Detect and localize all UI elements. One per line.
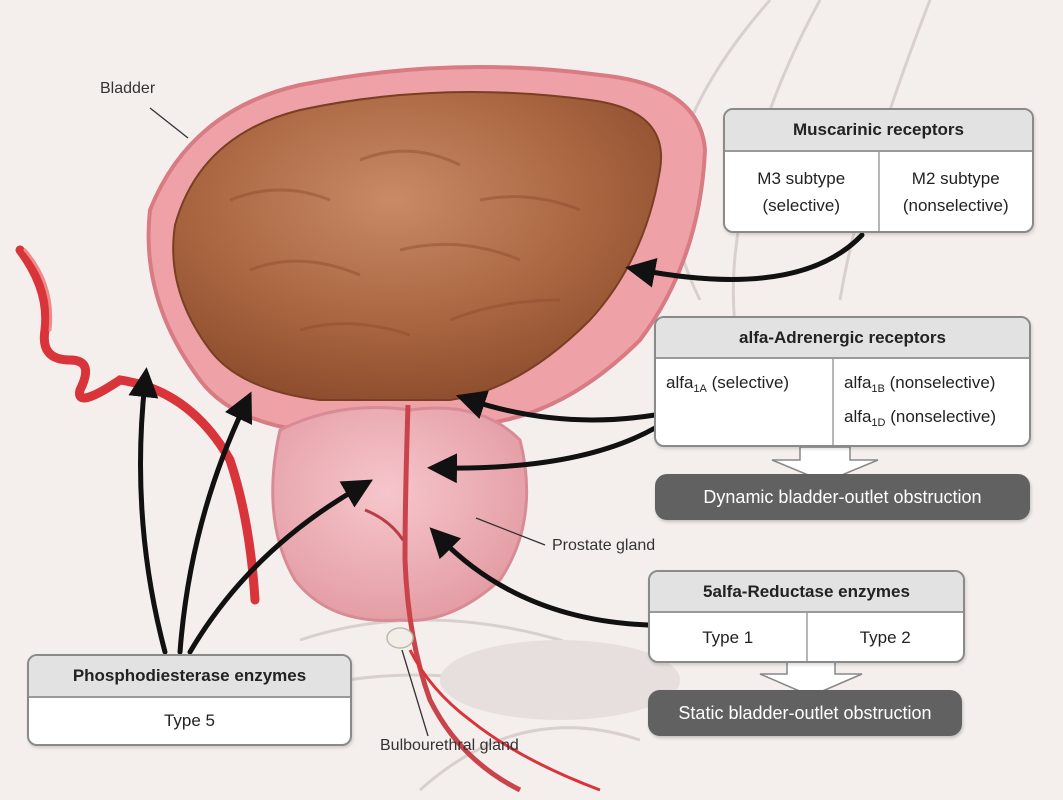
muscarinic-box: Muscarinic receptors M3 subtype (selecti… [723,108,1034,233]
m3-subtype: M3 subtype [757,168,846,188]
bladder-label: Bladder [100,80,156,97]
alfa1b-base: alfa [844,373,872,392]
arrow-pde-2 [177,391,253,655]
reductase-title: 5alfa-Reductase enzymes [650,572,963,613]
pde-title: Phosphodiesterase enzymes [29,656,350,698]
alfa1a-base: alfa [666,373,694,392]
arrow-adrenergic-upper [455,390,658,423]
alfa1b-rest: (nonselective) [884,373,996,392]
bladder-leader-line [149,107,189,139]
pde-type: Type 5 [163,711,216,730]
arrow-pde-3 [187,479,374,655]
adrenergic-box: alfa-Adrenergic receptors alfa1A (select… [654,316,1031,447]
alfa1a-cell: alfa1A (selective) [656,359,832,445]
pde-box: Phosphodiesterase enzymes Type 5 [27,654,352,746]
reductase-box: 5alfa-Reductase enzymes Type 1 Type 2 [648,570,965,663]
alfa1d-base: alfa [844,407,872,426]
m2-selectivity: (nonselective) [902,195,1009,215]
urethra [402,404,522,793]
prostate-label: Prostate gland [552,537,656,554]
alfa1d-sub: 1D [871,417,886,429]
pelvic-floor-shape [440,640,680,720]
dynamic-obstruction-pill: Dynamic bladder-outlet obstruction [655,474,1030,520]
arrow-muscarinic [625,232,865,288]
bulbourethral-leader-line [401,649,429,737]
alfa1b-sub: 1B [871,383,885,395]
arrow-adrenergic-lower [427,425,658,484]
alfa1a-rest: (selective) [706,373,790,392]
muscarinic-title: Muscarinic receptors [725,110,1032,152]
gland-duct [408,649,601,792]
bulbourethral-label: Bulbourethral gland [380,737,519,754]
prostate-leader-line [475,517,546,546]
prostate-shape [271,406,529,622]
adrenergic-title: alfa-Adrenergic receptors [656,318,1029,359]
m2-cell: M2 subtype (nonselective) [877,152,1033,231]
type2-cell: Type 2 [805,613,964,661]
alfa1a-sub: 1A [693,383,707,395]
bladder-lumen [172,91,663,401]
dynamic-down-arrow [771,446,879,483]
m2-subtype: M2 subtype [911,168,1000,188]
static-down-arrow [759,661,863,697]
m3-cell: M3 subtype (selective) [725,165,878,219]
ejaculatory-duct [364,508,405,541]
type1-cell: Type 1 [702,627,754,647]
m3-selectivity: (selective) [762,195,840,215]
static-obstruction-pill: Static bladder-outlet obstruction [648,690,962,736]
artery [15,245,260,605]
alfa1b-1d-cell: alfa1B (nonselective) alfa1D (nonselecti… [832,359,1029,445]
alfa1d-rest: (nonselective) [885,407,997,426]
arrow-pde-1 [128,367,168,655]
bladder-folds [229,149,581,337]
arrow-reductase [429,527,651,628]
bulbourethral-gland-shape [386,627,414,649]
